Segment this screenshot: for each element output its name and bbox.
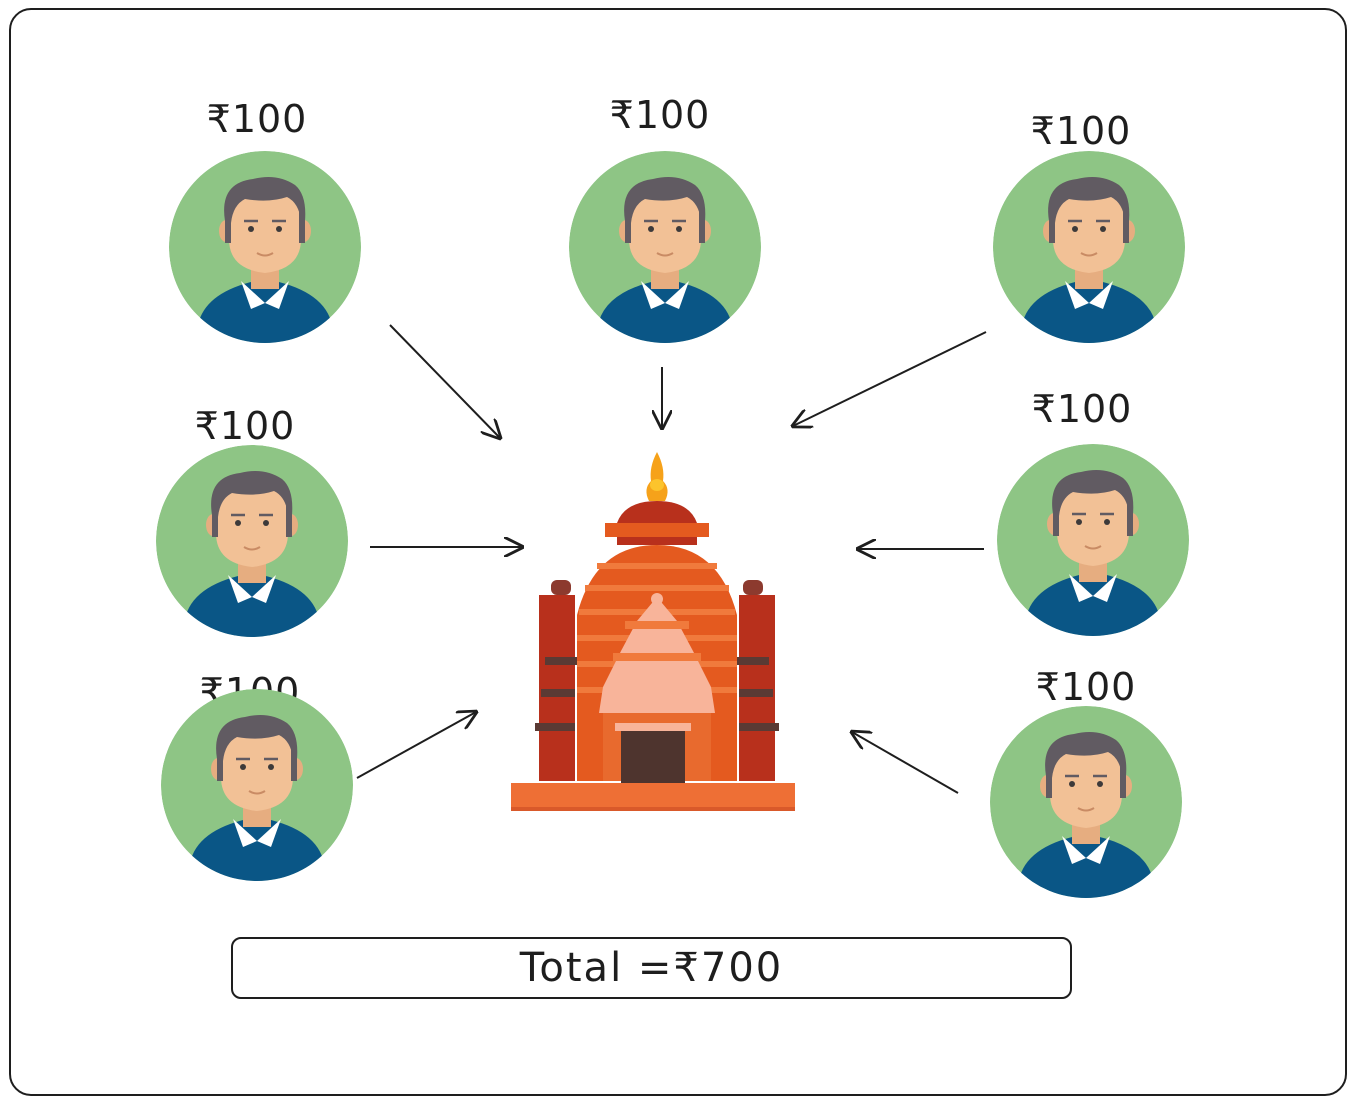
contributor-amount-label: ₹100 bbox=[609, 93, 711, 137]
arrow-icon bbox=[793, 331, 987, 426]
arrow-icon bbox=[852, 732, 959, 794]
contributor-amount-label: ₹100 bbox=[206, 97, 308, 141]
contributor-amount-label: ₹100 bbox=[1030, 109, 1132, 153]
total-label: Total =₹700 bbox=[519, 945, 784, 991]
total-box: Total =₹700 bbox=[231, 937, 1072, 999]
arrow-icon bbox=[356, 712, 476, 779]
contributor-amount-label: ₹100 bbox=[194, 404, 296, 448]
arrow-icon bbox=[389, 324, 500, 438]
contributor-amount-label: ₹100 bbox=[1035, 665, 1137, 709]
contributor-amount-label: ₹100 bbox=[1031, 387, 1133, 431]
temple-icon bbox=[511, 452, 795, 811]
diagram-frame bbox=[9, 8, 1347, 1096]
